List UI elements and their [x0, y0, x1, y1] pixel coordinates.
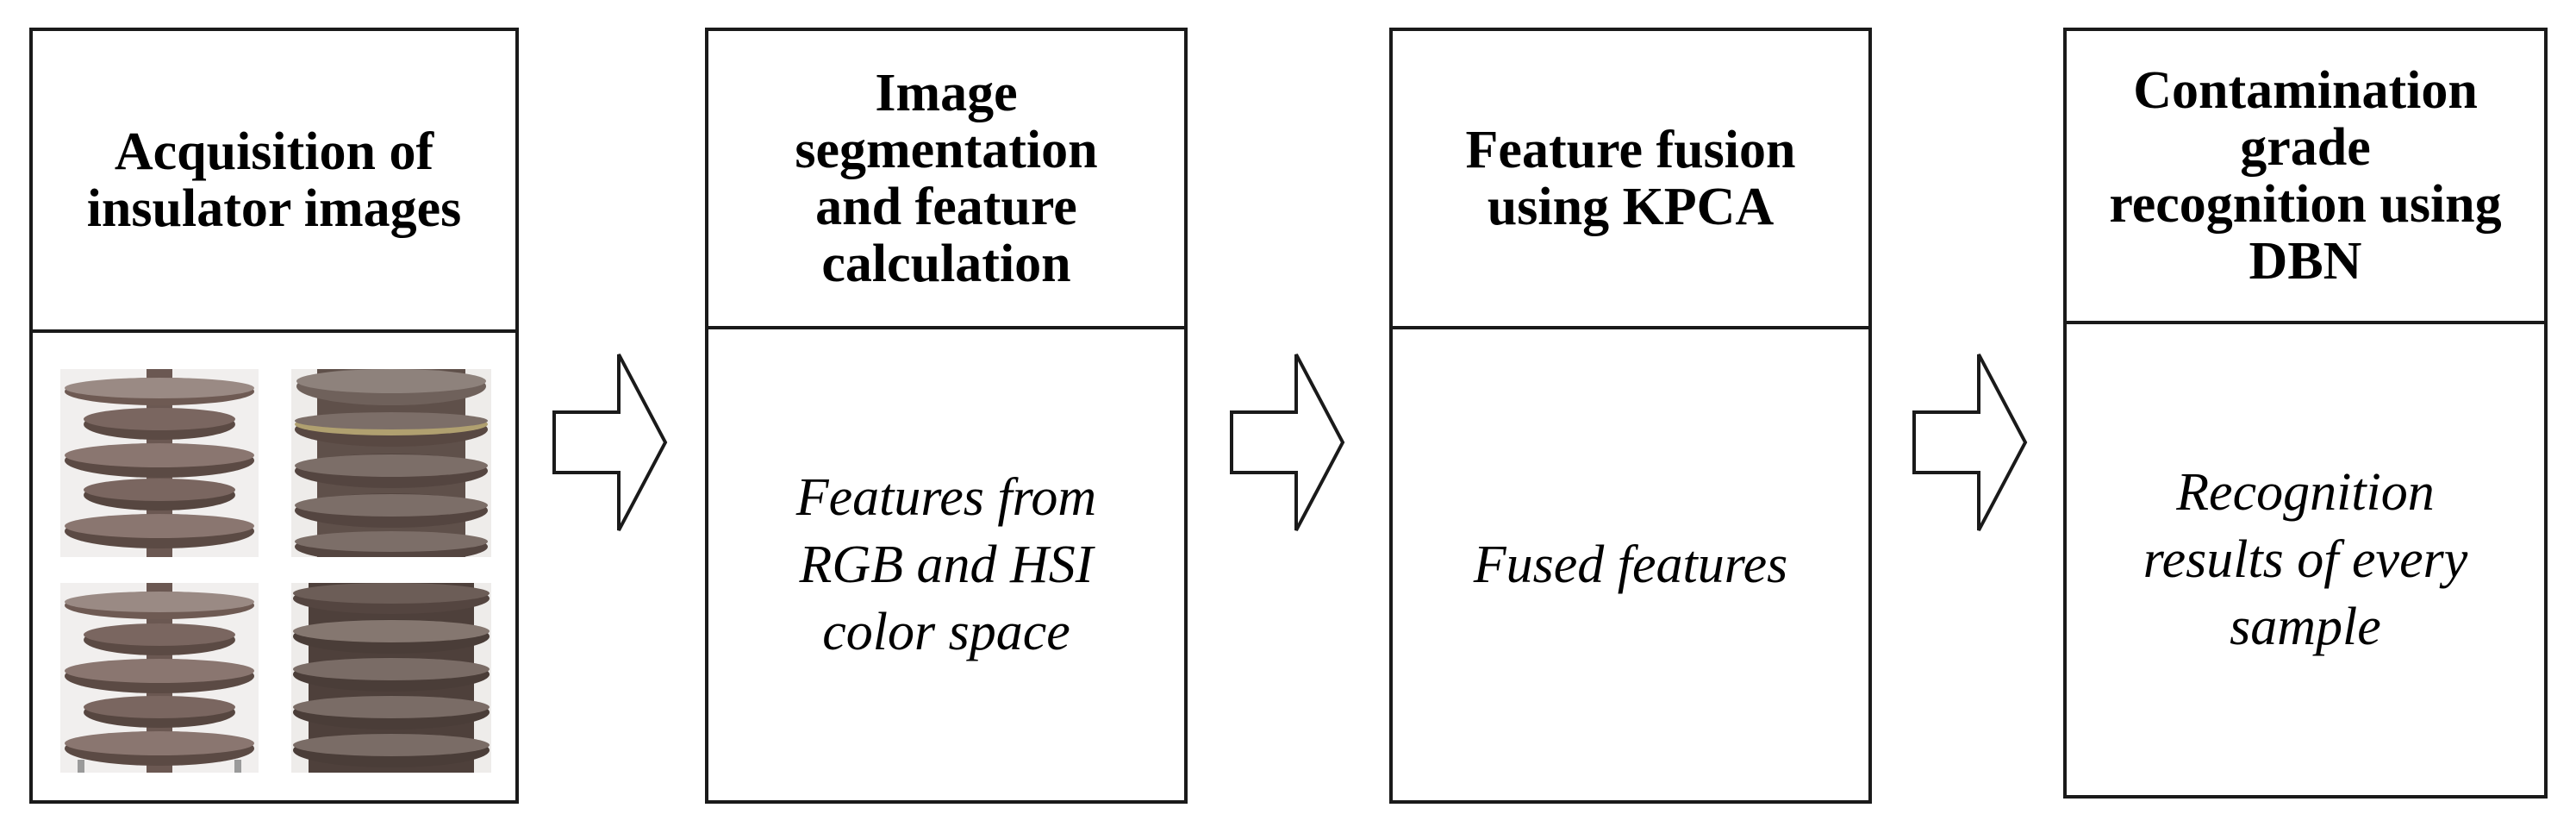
step-2-divider	[708, 326, 1184, 329]
insulator-photo-4	[291, 583, 491, 773]
step-3-title-line-2: using KPCA	[1487, 178, 1775, 236]
step-3-body-line-1: Fused features	[1473, 536, 1788, 594]
step-2-title-line-2: segmentation	[795, 121, 1098, 179]
step-1-title-line-2: insulator images	[86, 179, 462, 238]
flow-arrow-3	[1912, 354, 2028, 531]
insulator-photo-2	[291, 369, 491, 557]
step-1-title: Acquisition of insulator images	[33, 31, 515, 329]
step-4-divider	[2067, 321, 2544, 324]
step-3-divider	[1393, 326, 1868, 329]
step-3-body: Fused features	[1393, 329, 1868, 800]
step-2-title: Image segmentation and feature calculati…	[708, 31, 1184, 326]
step-4-body-line-2: results of every	[2143, 530, 2468, 589]
step-2-title-line-1: Image	[875, 64, 1018, 122]
step-4-title-line-1: Contamination	[2133, 61, 2478, 120]
step-3-title: Feature fusion using KPCA	[1393, 31, 1868, 326]
step-4-title-line-3: recognition using	[2109, 175, 2502, 234]
step-2-box: Image segmentation and feature calculati…	[705, 28, 1188, 804]
step-4-body-line-1: Recognition	[2176, 463, 2435, 522]
step-2-body-line-2: RGB and HSI	[799, 536, 1094, 594]
step-1-divider	[33, 329, 515, 333]
flow-arrow-1	[552, 354, 668, 531]
insulator-photo-3	[60, 583, 259, 773]
step-3-box: Feature fusion using KPCA Fused features	[1389, 28, 1872, 804]
step-4-title-line-2: grade	[2240, 118, 2371, 177]
step-2-body: Features from RGB and HSI color space	[708, 329, 1184, 800]
step-4-title: Contamination grade recognition using DB…	[2067, 31, 2544, 321]
step-2-title-line-4: calculation	[821, 235, 1071, 293]
step-4-title-line-4: DBN	[2249, 232, 2362, 291]
step-1-title-line-1: Acquisition of	[114, 122, 434, 181]
step-1-box: Acquisition of insulator images	[29, 28, 519, 804]
step-3-title-line-1: Feature fusion	[1465, 121, 1796, 179]
step-4-body: Recognition results of every sample	[2067, 324, 2544, 795]
step-2-title-line-3: and feature	[815, 178, 1077, 236]
step-4-box: Contamination grade recognition using DB…	[2063, 28, 2548, 799]
step-2-body-line-1: Features from	[795, 468, 1097, 527]
insulator-photo-1	[60, 369, 259, 557]
step-2-body-line-3: color space	[822, 603, 1070, 661]
flow-arrow-2	[1230, 354, 1345, 531]
step-4-body-line-3: sample	[2230, 598, 2381, 656]
